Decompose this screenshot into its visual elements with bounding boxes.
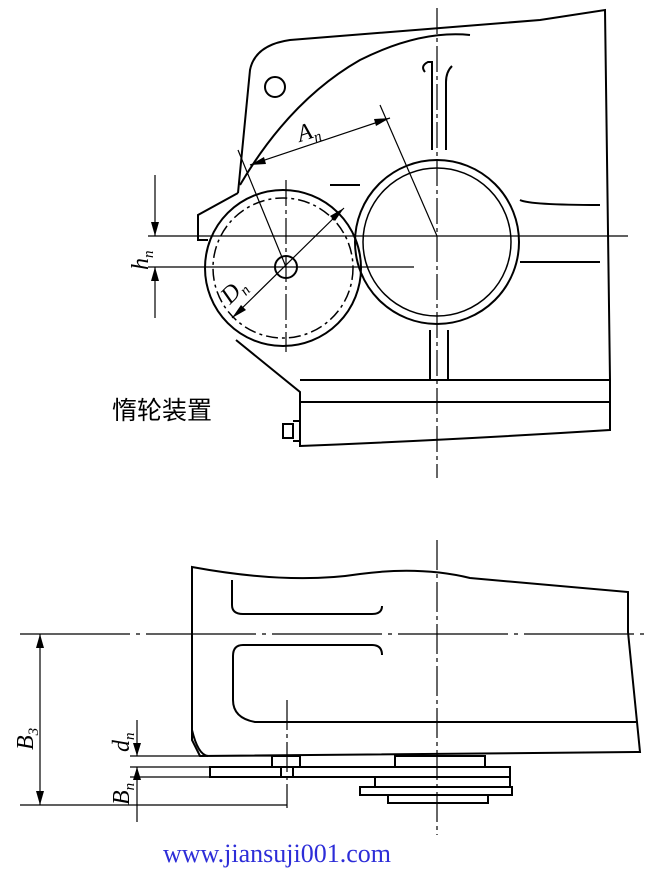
side-inner-edge (191, 595, 209, 757)
housing-outline (237, 8, 611, 403)
dim-Dn-line (231, 207, 345, 319)
dim-hn-arrow-2 (151, 267, 159, 281)
dim-Dn-arrow-1 (232, 305, 246, 318)
dim-An-arrow-1 (250, 157, 266, 165)
side-gear-plate-4 (374, 776, 511, 788)
side-gear-plate-1 (271, 755, 301, 768)
side-gear-plate-6 (387, 794, 489, 804)
dim-An-ext-2 (379, 104, 438, 237)
dim-An-line (249, 117, 391, 166)
dim-An-arrow-2 (374, 118, 390, 126)
dim-An-ext-1 (237, 149, 287, 268)
top-view (148, 8, 628, 478)
dim-dn-arrow (133, 743, 141, 756)
lifting-lug-hole (264, 76, 286, 98)
base-plate (299, 379, 611, 448)
vertical-rib (422, 61, 433, 150)
side-housing-outline (191, 565, 642, 758)
side-gear-plate-5 (359, 786, 513, 796)
label-Dn: Dn (215, 273, 254, 312)
label-dn: dn (109, 733, 138, 753)
dim-B3-arrow-1 (36, 634, 44, 648)
flange-line (330, 184, 601, 206)
label-hn: hn (128, 251, 157, 271)
base-bolt-cap (293, 420, 301, 442)
dim-B3-arrow-2 (36, 791, 44, 805)
watermark-url: www.jiansuji001.com (163, 839, 391, 868)
idler-gear-outer (204, 189, 362, 347)
dim-Dn-arrow-2 (330, 208, 344, 221)
idler-bracket-lower (235, 339, 301, 402)
dim-Bn-arrow (133, 767, 141, 780)
side-gear-plate-3 (209, 766, 511, 778)
caption-idler-device: 惰轮装置 (112, 396, 212, 425)
idler-bracket (197, 192, 239, 241)
side-gear-plate-2 (394, 755, 486, 768)
side-housing-top-inner (231, 580, 383, 615)
base-bolt (282, 423, 294, 439)
housing-inner-curve (239, 33, 471, 186)
dim-hn-arrow-1 (151, 222, 159, 236)
label-B3: B3 (13, 728, 42, 750)
idler-gear-pitch (212, 197, 354, 339)
side-housing-lower-inner (232, 644, 636, 723)
base-rib-lines (429, 330, 449, 380)
side-view (20, 540, 645, 835)
label-Bn: Bn (109, 783, 138, 805)
vertical-rib-2 (445, 65, 453, 150)
